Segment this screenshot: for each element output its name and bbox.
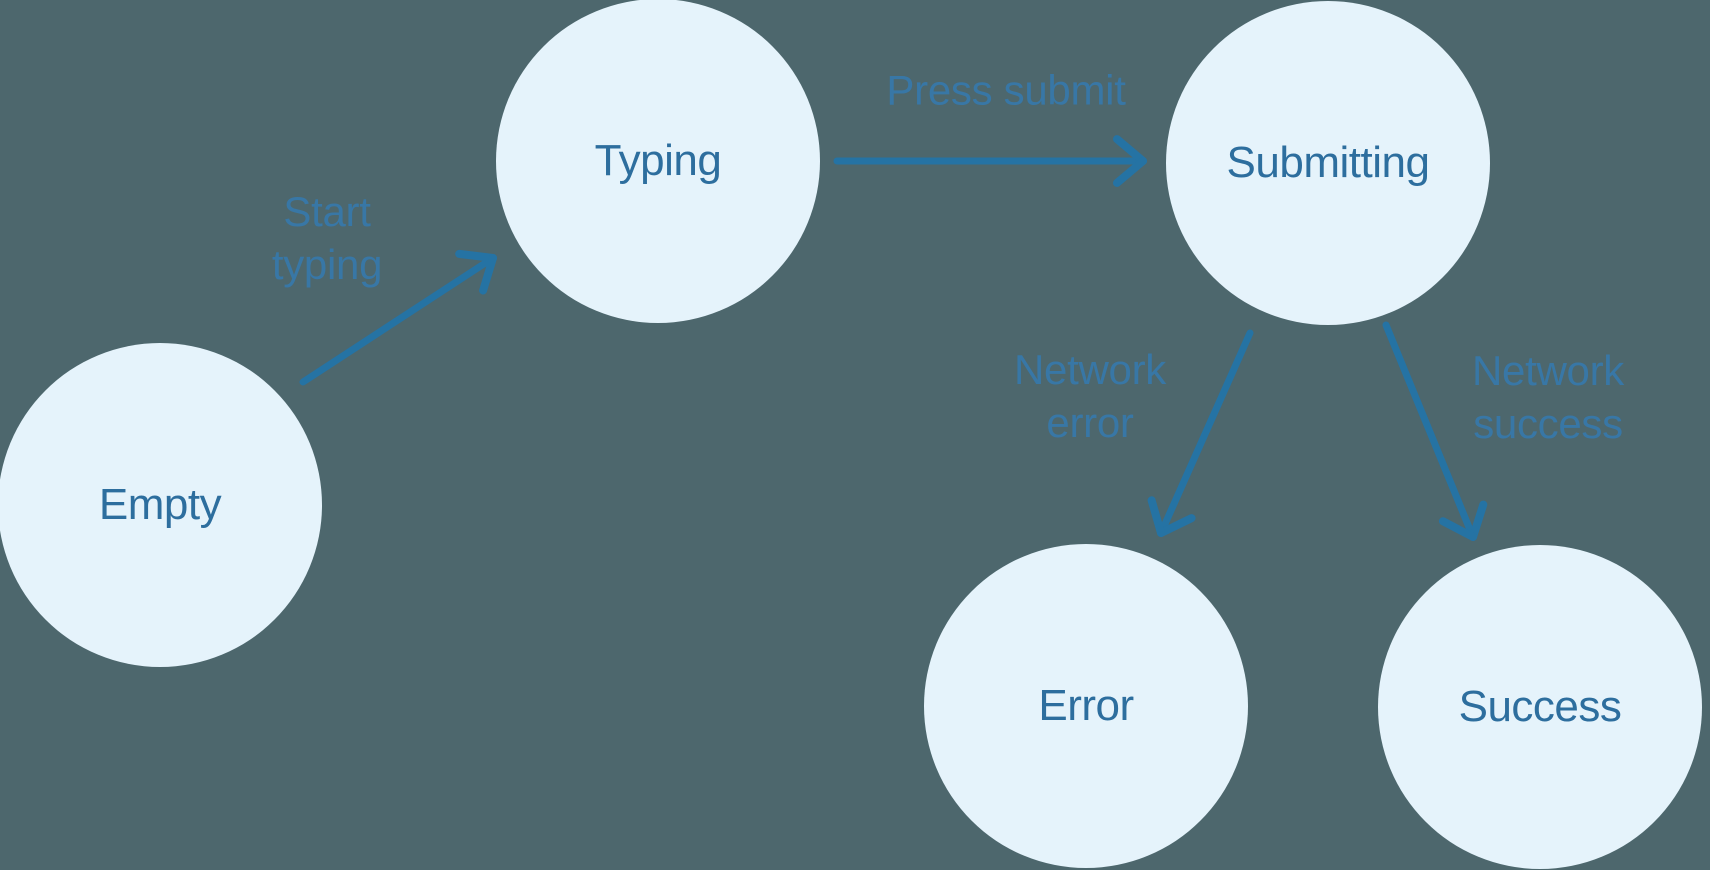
state-node-typing: Typing bbox=[496, 0, 820, 323]
edge-network-success-shaft bbox=[1382, 321, 1477, 541]
edge-network-success-arrow bbox=[1382, 321, 1488, 541]
edge-start-typing-arrowhead bbox=[455, 249, 497, 262]
edge-network-error-arrowhead bbox=[1157, 514, 1196, 537]
state-node-label-error: Error bbox=[1038, 681, 1134, 730]
state-node-label-success: Success bbox=[1458, 682, 1622, 731]
edge-start-typing-arrowhead bbox=[479, 254, 497, 295]
state-node-label-empty: Empty bbox=[98, 480, 222, 529]
edge-network-error-arrow bbox=[1147, 329, 1254, 537]
edge-network-success-arrowhead bbox=[1438, 517, 1477, 541]
state-node-error: Error bbox=[924, 544, 1248, 868]
state-node-label-submitting: Submitting bbox=[1226, 138, 1430, 187]
edge-label-network-success: Network success bbox=[1472, 347, 1624, 447]
edge-network-error-arrowhead bbox=[1147, 496, 1165, 537]
edge-network-success-arrowhead bbox=[1469, 500, 1488, 541]
edge-start-typing-shaft bbox=[299, 254, 497, 386]
state-node-success: Success bbox=[1378, 545, 1702, 869]
edge-press-submit-arrowhead bbox=[1113, 135, 1147, 165]
state-node-submitting: Submitting bbox=[1166, 1, 1490, 325]
edge-label-press-submit: Press submit bbox=[886, 66, 1126, 114]
state-node-label-typing: Typing bbox=[594, 136, 722, 185]
edge-press-submit-arrow bbox=[833, 135, 1147, 187]
edge-start-typing-arrow bbox=[299, 249, 497, 386]
edge-label-network-error: Network error bbox=[1014, 346, 1166, 446]
edge-network-error-shaft bbox=[1157, 329, 1254, 537]
edge-label-start-typing: Start typing bbox=[271, 188, 383, 288]
edge-press-submit-arrowhead bbox=[1113, 157, 1147, 187]
state-node-empty: Empty bbox=[0, 343, 322, 667]
